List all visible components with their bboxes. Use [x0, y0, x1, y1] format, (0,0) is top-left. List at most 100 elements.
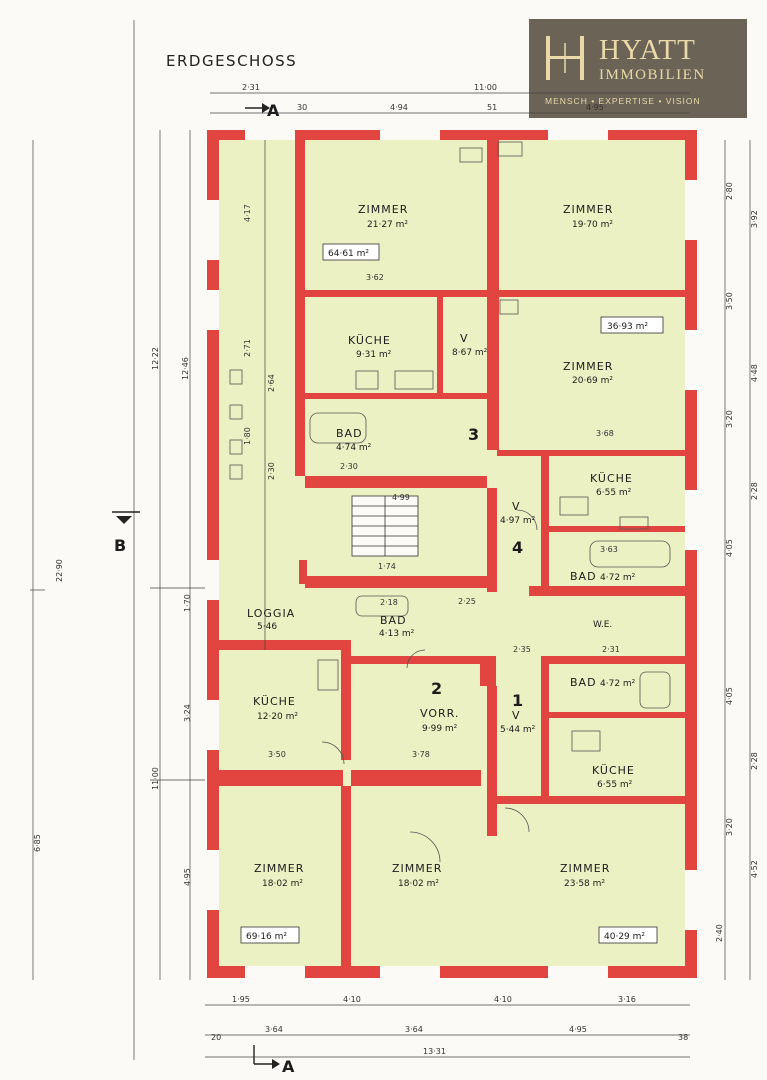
room-area-zimmer-3: 20·69 m²: [572, 376, 613, 386]
dim-top-a: 2·31: [242, 83, 260, 92]
dim-bottom-f: 3·64: [405, 1025, 423, 1034]
unit-total-1: 64·61 m²: [328, 249, 369, 259]
dim-inner-a: 3·62: [366, 273, 384, 282]
room-area-kueche-1: 9·31 m²: [356, 350, 392, 360]
dim-left-g: 2·71: [243, 339, 252, 357]
room-name-zimmer-6: ZIMMER: [560, 862, 610, 875]
room-area-kueche-4: 6·55 m²: [597, 780, 633, 790]
dim-bottom-h: 20: [211, 1033, 221, 1042]
dim-right-d: 4·48: [750, 364, 759, 382]
dim-bottom-b: 4·10: [343, 995, 361, 1004]
unit-total-4: 40·29 m²: [604, 932, 645, 942]
room-area-kueche-3: 12·20 m²: [257, 712, 298, 722]
unit-total-2: 36·93 m²: [607, 322, 648, 332]
dim-inner-g: 2·25: [458, 597, 476, 606]
dim-top-e: 51: [487, 103, 497, 112]
dim-inner-k: 1·74: [378, 562, 396, 571]
room-area-vorr: 9·99 m²: [422, 724, 458, 734]
room-name-vorr: VORR.: [420, 707, 459, 720]
unit-number-2: 2: [431, 679, 442, 698]
room-name-zimmer-1: ZIMMER: [358, 203, 408, 216]
dim-inner-d: 3·50: [268, 750, 286, 759]
company-logo: HYATT IMMOBILIEN MENSCH • EXPERTISE • VI…: [529, 19, 747, 118]
room-name-kueche-1: KÜCHE: [348, 334, 391, 347]
dim-inner-j: 4·99: [392, 493, 410, 502]
room-area-loggia: 5·46: [257, 622, 277, 632]
logo-subtitle: IMMOBILIEN: [599, 67, 706, 83]
room-name-zimmer-5: ZIMMER: [392, 862, 442, 875]
unit-number-3: 3: [468, 425, 479, 444]
dim-inner-c: 3·63: [600, 545, 618, 554]
room-area-zimmer-4: 18·02 m²: [262, 879, 303, 889]
room-name-zimmer-3: ZIMMER: [563, 360, 613, 373]
dim-right-h: 4·05: [725, 687, 734, 705]
room-area-v-5: 5·44 m²: [500, 725, 536, 735]
window-openings: [207, 130, 697, 978]
room-area-zimmer-6: 23·58 m²: [564, 879, 605, 889]
room-name-v-4: V: [512, 500, 521, 513]
stove-icon: [355, 370, 379, 390]
dim-left-a: 12·22: [151, 347, 160, 370]
dim-right-i: 2·28: [750, 752, 759, 770]
room-name-zimmer-4: ZIMMER: [254, 862, 304, 875]
section-markers: [112, 103, 280, 1069]
bathtub-icon: [589, 540, 671, 568]
room-name-bad-3: BAD: [380, 614, 407, 627]
dim-left-k: 1·70: [183, 594, 192, 612]
room-name-wc: W.E.: [593, 620, 612, 630]
dim-left-j: 2·30: [267, 462, 276, 480]
dim-top-b: 4·94: [390, 103, 408, 112]
dim-right-a: 2·80: [725, 182, 734, 200]
room-name-kueche-4: KÜCHE: [592, 764, 635, 777]
dim-right-k: 4·52: [750, 860, 759, 878]
dim-left-d: 22·90: [55, 559, 64, 582]
section-marker-a-bottom: A: [282, 1057, 295, 1076]
dim-left-m: 4·95: [183, 868, 192, 886]
dim-inner-f: 2·30: [340, 462, 358, 471]
room-area-kueche-2: 6·55 m²: [596, 488, 632, 498]
room-name-bad-2: BAD: [570, 570, 597, 583]
bathtub-icon: [639, 671, 671, 709]
bathtub-icon: [309, 412, 367, 444]
stove-icon: [559, 496, 589, 516]
room-area-v-1: 8·67 m²: [452, 348, 488, 358]
room-name-bad-4: BAD: [570, 676, 597, 689]
room-name-kueche-3: KÜCHE: [253, 695, 296, 708]
stove-icon: [317, 659, 339, 691]
room-area-zimmer-2: 19·70 m²: [572, 220, 613, 230]
section-marker-b: B: [114, 536, 126, 555]
dim-right-e: 3·20: [725, 410, 734, 428]
sink-icon: [394, 370, 434, 390]
dimension-lines: [30, 20, 751, 1060]
dim-inner-b: 3·68: [596, 429, 614, 438]
room-area-bad-1: 4·74 m²: [336, 443, 372, 453]
floor-area: [213, 134, 691, 974]
dim-top-d: 30: [297, 103, 307, 112]
room-name-v-5: V: [512, 709, 521, 722]
room-area-bad-2: 4·72 m²: [600, 573, 636, 583]
dim-right-j: 3·20: [725, 818, 734, 836]
interior-walls: [213, 140, 685, 966]
heater-icon: [499, 299, 519, 315]
staircase: [351, 495, 419, 557]
unit-number-4: 4: [512, 538, 523, 557]
logo-monogram-icon: [546, 36, 584, 80]
bathtub-icon: [355, 595, 409, 617]
logo-tagline: MENSCH • EXPERTISE • VISION: [545, 96, 701, 106]
room-name-v-1: V: [460, 332, 469, 345]
heater-icon: [497, 141, 523, 157]
dim-left-h: 2·64: [267, 374, 276, 392]
section-marker-a-top: A: [267, 101, 280, 120]
dim-bottom-c: 4·10: [494, 995, 512, 1004]
room-area-bad-4: 4·72 m²: [600, 679, 636, 689]
dim-bottom-d: 3·16: [618, 995, 636, 1004]
dim-top-c: 4·95: [586, 103, 604, 112]
room-area-zimmer-5: 18·02 m²: [398, 879, 439, 889]
room-area-v-4: 4·97 m²: [500, 516, 536, 526]
dim-right-l: 2·40: [715, 924, 724, 942]
dim-bottom-i: 38: [678, 1033, 688, 1042]
dim-inner-e: 3·78: [412, 750, 430, 759]
dim-left-c: 11·00: [151, 767, 160, 790]
